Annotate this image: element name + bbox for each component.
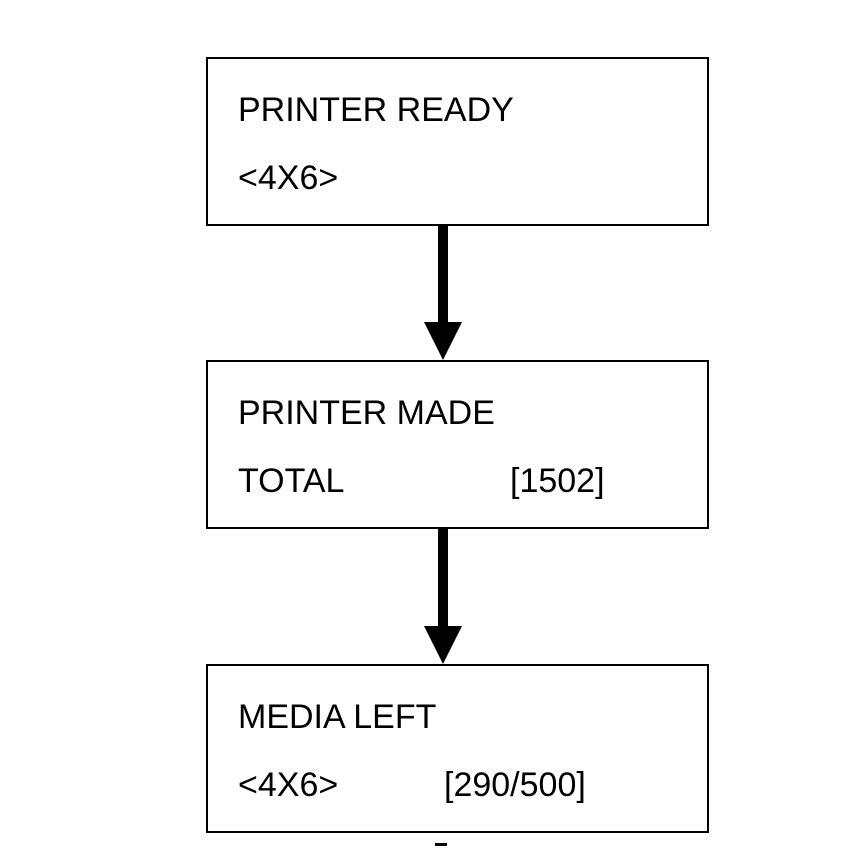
media-left-count-value: [290/500] xyxy=(444,766,586,804)
media-left-screen: MEDIA LEFT <4X6> [290/500] xyxy=(206,664,709,833)
printer-made-total-label: TOTAL xyxy=(238,462,345,500)
media-left-title: MEDIA LEFT xyxy=(238,698,437,736)
printer-ready-media-size: <4X6> xyxy=(238,159,339,197)
cropped-mark xyxy=(435,843,447,846)
arrow-down-icon xyxy=(424,226,462,360)
printer-ready-screen: PRINTER READY <4X6> xyxy=(206,57,709,226)
printer-made-total-value: [1502] xyxy=(510,462,605,500)
printer-made-screen: PRINTER MADE TOTAL [1502] xyxy=(206,360,709,529)
printer-made-title: PRINTER MADE xyxy=(238,394,495,432)
media-left-media-size: <4X6> xyxy=(238,766,339,804)
arrow-down-icon xyxy=(424,529,462,664)
printer-ready-title: PRINTER READY xyxy=(238,91,514,129)
